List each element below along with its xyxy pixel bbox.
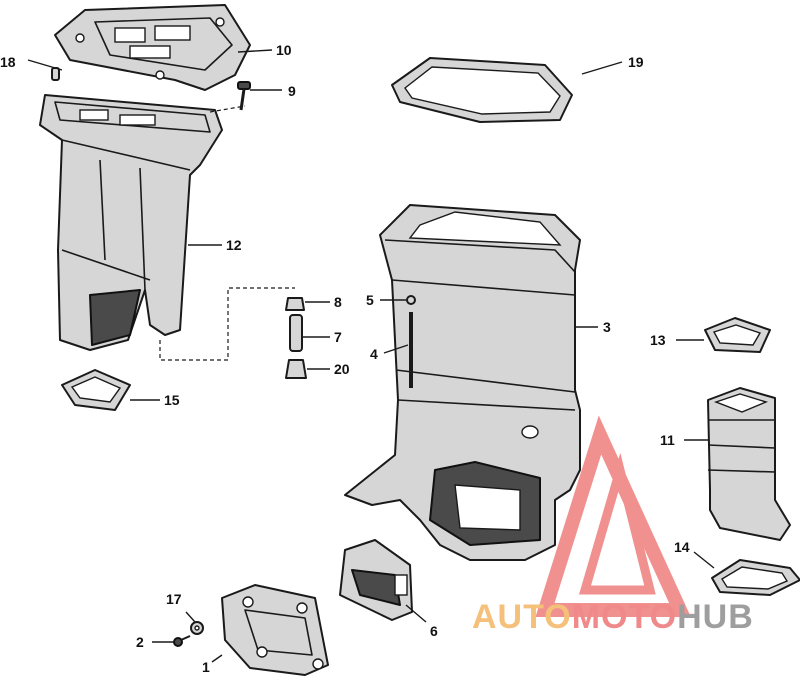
callout-2: 2 xyxy=(136,634,144,650)
part-5-nut xyxy=(406,295,416,305)
leader-17 xyxy=(185,611,196,623)
part-6-mount xyxy=(339,539,413,621)
callout-10: 10 xyxy=(276,42,292,58)
part-19-seal xyxy=(391,57,573,123)
part-2-screw xyxy=(173,635,191,647)
callout-1: 1 xyxy=(202,659,210,675)
leader-18 xyxy=(27,59,63,71)
callout-17: 17 xyxy=(166,591,182,607)
leader-6 xyxy=(405,604,427,623)
watermark-auto: AUTO xyxy=(472,598,572,636)
callout-15: 15 xyxy=(164,392,180,408)
callout-4: 4 xyxy=(370,346,378,362)
watermark-text: AUTOMOTOHUB xyxy=(472,598,754,636)
part-15-gasket xyxy=(61,369,131,411)
callout-8: 8 xyxy=(334,294,342,310)
leader-14 xyxy=(693,551,715,569)
part-9-bolt xyxy=(237,81,251,111)
watermark-logo xyxy=(535,415,691,617)
callout-13: 13 xyxy=(650,332,666,348)
watermark-hub: HUB xyxy=(677,598,754,636)
part-12-exhaust-housing xyxy=(39,94,223,351)
callout-9: 9 xyxy=(288,83,296,99)
leader-19 xyxy=(581,61,623,75)
callout-19: 19 xyxy=(628,54,644,70)
part-13-gasket xyxy=(704,317,771,353)
part-1-cover-plate xyxy=(221,584,329,676)
callout-5: 5 xyxy=(366,292,374,308)
callout-14: 14 xyxy=(674,539,690,555)
part-8-bushing xyxy=(285,297,305,311)
part-17-washer xyxy=(190,621,204,635)
part-7-tube xyxy=(289,314,303,352)
leader-10 xyxy=(237,49,273,53)
callout-18: 18 xyxy=(0,54,16,70)
watermark-moto: MOTO xyxy=(572,598,677,636)
part-14-gasket xyxy=(711,559,800,596)
part-20-grommet xyxy=(285,359,307,379)
callout-11: 11 xyxy=(660,432,675,448)
callout-3: 3 xyxy=(603,319,611,335)
callout-20: 20 xyxy=(334,361,350,377)
part-3-driveshaft-housing xyxy=(344,204,581,561)
callout-7: 7 xyxy=(334,329,342,345)
leader-9-dashed xyxy=(209,105,246,113)
leader-4 xyxy=(383,344,409,354)
leader-1 xyxy=(211,654,223,663)
part-10-gasket-plate xyxy=(54,4,251,91)
callout-6: 6 xyxy=(430,623,438,639)
part-11-exhaust-tube xyxy=(707,387,791,541)
leader-7-dashed xyxy=(159,287,295,361)
callout-12: 12 xyxy=(226,237,242,253)
part-18-pin xyxy=(51,67,60,81)
